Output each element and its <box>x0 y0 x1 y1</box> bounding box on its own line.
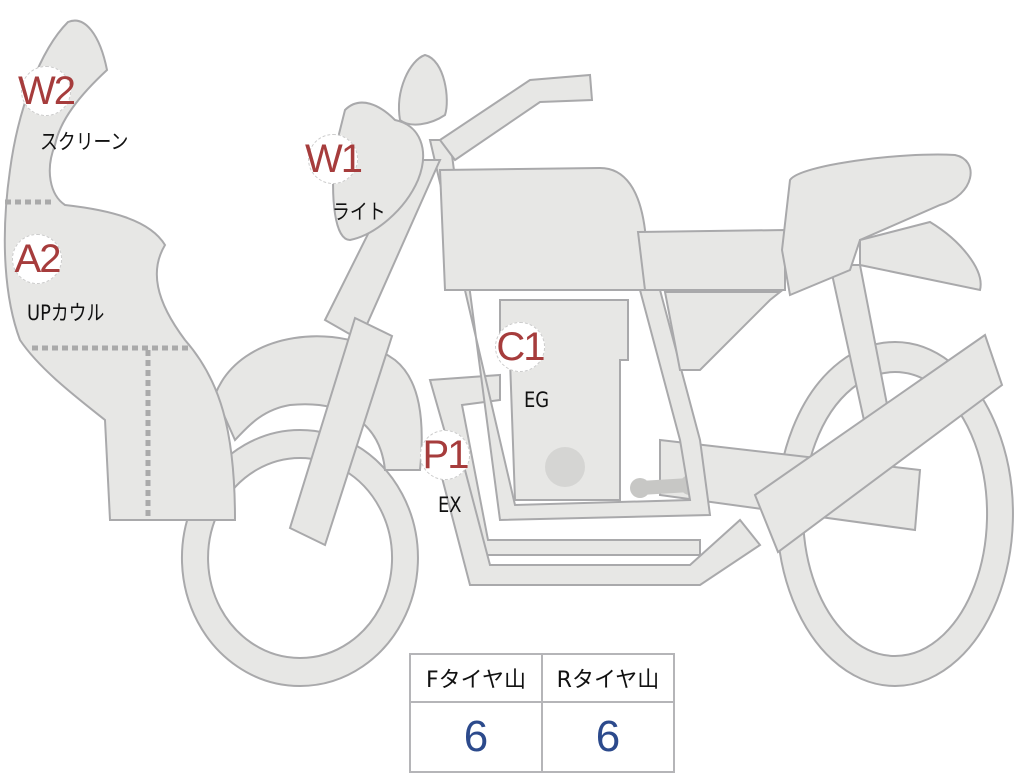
headlight <box>332 101 425 242</box>
label-upper-cowl: UPカウル <box>27 301 105 325</box>
table-value-row: 6 6 <box>409 701 675 773</box>
engine-cover <box>545 447 585 487</box>
table-header-row: Fタイヤ山 Rタイヤ山 <box>409 653 675 703</box>
tail-cowl <box>859 220 982 292</box>
label-engine: EG <box>524 388 550 412</box>
value-front-tire: 6 <box>409 701 543 773</box>
seat <box>780 153 972 297</box>
handlebar <box>438 73 594 162</box>
marker-code: P1 <box>422 432 470 477</box>
marker-p1[interactable]: P1 <box>420 430 470 480</box>
side-cover <box>663 291 783 371</box>
seat-front <box>636 228 786 291</box>
muffler <box>438 469 762 586</box>
value-rear-tire: 6 <box>541 701 675 773</box>
marker-w2[interactable]: W2 <box>18 66 76 116</box>
header-front-tire: Fタイヤ山 <box>409 653 543 703</box>
marker-c1[interactable]: C1 <box>495 322 546 372</box>
mirror <box>398 53 448 126</box>
marker-code: W2 <box>18 68 76 113</box>
fork-lower <box>288 316 394 547</box>
marker-code: W1 <box>305 136 363 181</box>
tire-tread-table: Fタイヤ山 Rタイヤ山 6 6 <box>409 653 675 773</box>
exhaust-pipe <box>428 373 701 556</box>
label-exhaust: EX <box>438 493 462 517</box>
rear-wheel <box>775 341 1014 687</box>
label-screen: スクリーン <box>40 130 129 154</box>
footpeg-knob <box>630 478 650 498</box>
header-rear-tire: Rタイヤ山 <box>541 653 675 703</box>
marker-w1[interactable]: W1 <box>305 134 363 184</box>
rear-muffler <box>753 333 1004 554</box>
label-light: ライト <box>332 200 386 224</box>
marker-code: C1 <box>496 324 545 369</box>
marker-code: A2 <box>14 236 62 281</box>
fuel-tank <box>438 166 650 291</box>
upper-cowl <box>3 19 237 521</box>
marker-a2[interactable]: A2 <box>12 234 62 284</box>
